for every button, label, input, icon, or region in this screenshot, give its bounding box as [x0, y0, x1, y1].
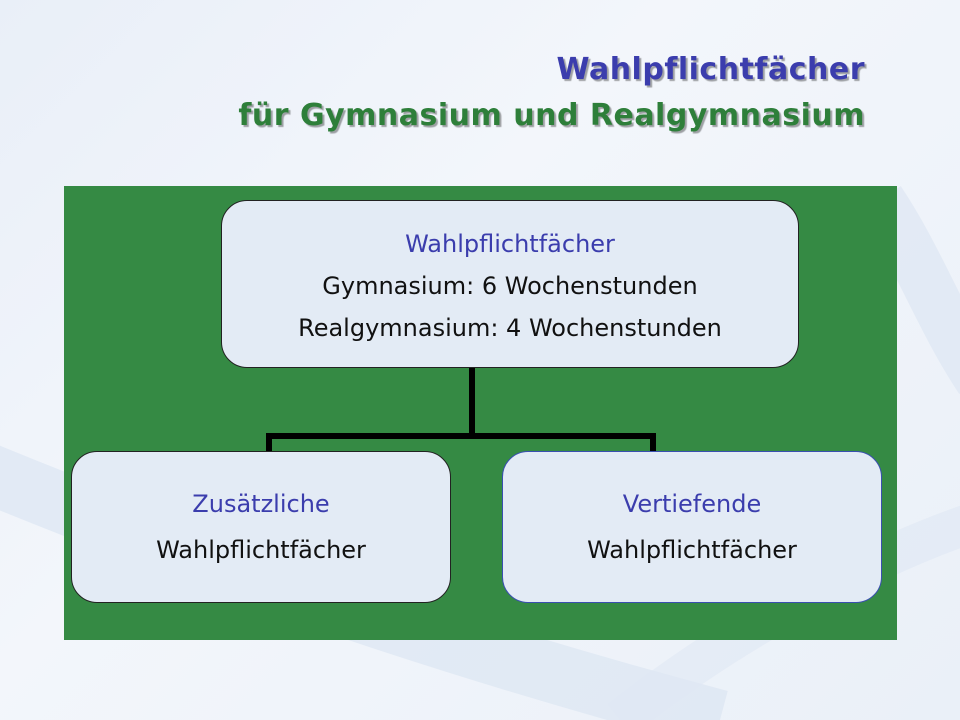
child-node-vertiefende: Vertiefende Wahlpflichtfächer — [502, 451, 882, 603]
root-node-line-realgymnasium: Realgymnasium: 4 Wochenstunden — [298, 314, 722, 342]
child-node-heading: Vertiefende — [622, 490, 762, 518]
child-node-label: Wahlpflichtfächer — [156, 536, 366, 564]
child-node-label: Wahlpflichtfächer — [587, 536, 797, 564]
child-node-heading: Zusätzliche — [192, 490, 330, 518]
root-node-heading: Wahlpflichtfächer — [405, 230, 615, 258]
slide-title: Wahlpflichtfächer — [556, 52, 865, 87]
child-node-zusaetzliche: Zusätzliche Wahlpflichtfächer — [71, 451, 451, 603]
root-node-line-gymnasium: Gymnasium: 6 Wochenstunden — [322, 272, 698, 300]
root-node: Wahlpflichtfächer Gymnasium: 6 Wochenstu… — [221, 200, 799, 368]
slide-subtitle: für Gymnasium und Realgymnasium — [238, 98, 865, 133]
